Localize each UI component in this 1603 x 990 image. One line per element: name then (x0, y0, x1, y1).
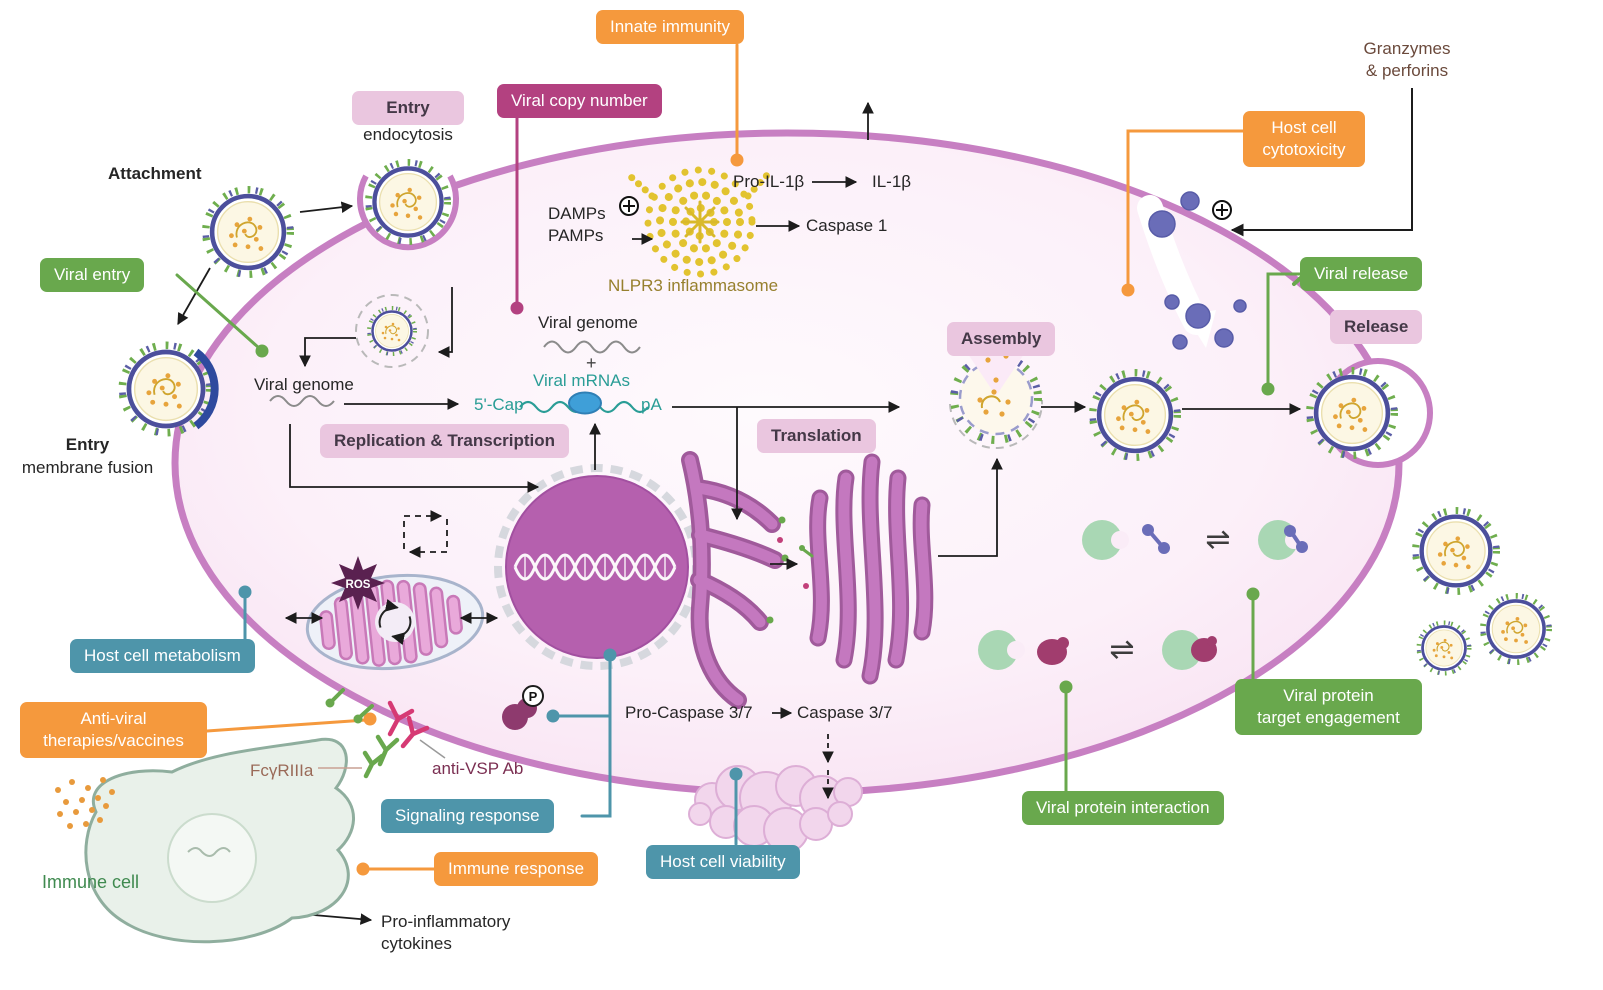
assembly-badge: Assembly (947, 322, 1056, 357)
host-cell-metabolism-badge: Host cell metabolism (70, 639, 255, 674)
immune-cell-icon (55, 700, 446, 944)
membrane-fusion-sublabel: membrane fusion (21, 458, 154, 477)
released-virion (1483, 596, 1549, 662)
endoplasmic-reticulum-icon (681, 451, 789, 709)
rna-graphics (269, 340, 649, 415)
cytokine-dots (55, 777, 115, 829)
nlpr3-inflammasome-icon (626, 166, 772, 278)
anti-vsp-ab-label: anti-VSP Ab (432, 759, 524, 778)
cytotoxicity-swoosh-icon (1137, 191, 1247, 350)
dna-helix (513, 553, 677, 581)
plus-circle-icons (619, 196, 1232, 220)
caspase-37-label: Caspase 3/7 (797, 703, 893, 722)
immune-response-badge: Immune response (434, 852, 599, 887)
il1b-label: IL-1β (872, 172, 912, 191)
damps-pamps-label: DAMPs PAMPs (548, 204, 606, 246)
pro-caspase-37-label: Pro-Caspase 3/7 (625, 703, 753, 722)
damps-plus-icon (619, 196, 639, 216)
connector-dots-green (255, 344, 1275, 694)
ros-star-icon: ROS (331, 556, 385, 610)
viral-protein-interaction-badge: Viral protein interaction (1022, 791, 1224, 826)
viral-genome-squiggle (543, 340, 641, 354)
tca-cycle-icon (378, 599, 412, 645)
ros-label: ROS (346, 579, 371, 591)
entry-viral-genome-label: Viral genome (254, 375, 354, 394)
cap-binding-protein-icon (568, 391, 602, 415)
granzyme-dots (1148, 191, 1247, 350)
entry-genome-squiggle (269, 395, 335, 407)
host-cell-viability-badge: Host cell viability (646, 845, 800, 880)
released-virion (1419, 623, 1470, 674)
entry-endocytosis-badge: Entry (352, 91, 464, 126)
pro-inflammatory-cytokines-label: Pro-inflammatory cytokines (381, 912, 511, 954)
connector-dots-teal (238, 585, 743, 781)
host-cell-cytotoxicity-badge: Host cell cytotoxicity (1243, 111, 1365, 168)
five-cap-label: 5'-Cap (474, 395, 524, 414)
viral-mrnas-label: Viral mRNAs (533, 371, 630, 390)
virions (122, 162, 1549, 673)
endosome-vesicle (355, 294, 429, 368)
innate-immunity-badge: Innate immunity (596, 10, 744, 45)
assay-connectors (175, 43, 1302, 876)
phospho-protein-icon: P (502, 685, 544, 730)
viral-protein-target-engagement-badge: Viral protein target engagement (1235, 679, 1422, 736)
anti-vsp-pointer (419, 739, 446, 759)
translation-badge: Translation (757, 419, 876, 454)
pro-il1b-label: Pro-IL-1β (733, 172, 805, 191)
viral-copy-number-badge: Viral copy number (497, 84, 662, 119)
anti-vsp-antibody-icon (387, 700, 430, 749)
equilibrium-icon: ⇌ (1109, 633, 1134, 666)
poly-a-label: pA (641, 395, 662, 414)
viral-genome-label: Viral genome (538, 313, 638, 332)
granzymes-perforins-label: Granzymes & perforins (1363, 39, 1451, 81)
connector-dot-magenta (510, 301, 524, 315)
cytotoxicity-plus-icon (1212, 200, 1232, 220)
viral-release-badge: Viral release (1300, 257, 1423, 292)
mitochondria-icon (305, 573, 485, 671)
phospho-label: P (529, 689, 538, 704)
nucleus (494, 464, 700, 670)
release-badge: Release (1330, 310, 1423, 345)
assembly-partial-virion (949, 348, 1044, 449)
fcgriiia-label: FcγRIIIa (250, 761, 314, 780)
attachment-label: Attachment (108, 164, 202, 183)
fc-receptor-icon (362, 734, 400, 779)
endocytosis-sublabel: endocytosis (363, 125, 453, 144)
entry-fusion-label: Entry (65, 435, 110, 454)
attachment-virion (206, 190, 291, 275)
replication-transcription-badge: Replication & Transcription (320, 424, 570, 459)
viral-entry-badge: Viral entry (40, 258, 145, 293)
caspase-1-label: Caspase 1 (806, 216, 888, 235)
connector-dots-orange (356, 153, 1135, 876)
anti-viral-therapies-badge: Anti-viral therapies/vaccines (20, 702, 207, 759)
released-virion (1416, 511, 1497, 592)
protein-interaction-graphic: ⇌ (978, 630, 1217, 670)
plus-sign-label: + (586, 353, 597, 373)
nlpr3-label: NLPR3 inflammasome (608, 276, 779, 295)
signaling-response-badge: Signaling response (381, 799, 554, 834)
immune-cell-label: Immune cell (42, 872, 140, 892)
target-engagement-graphic: ⇌ (1082, 520, 1308, 560)
fusion-arc (193, 348, 219, 430)
golgi-icon (799, 453, 934, 685)
equilibrium-icon: ⇌ (1205, 523, 1230, 556)
